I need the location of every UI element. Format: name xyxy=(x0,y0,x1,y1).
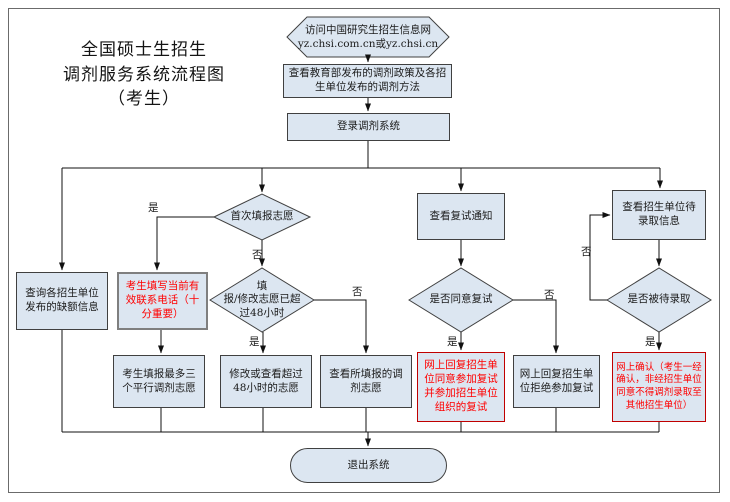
node-exit-system: 退出系统 xyxy=(290,448,447,483)
outer-border xyxy=(8,8,720,493)
edge-label-yes-over48: 是 xyxy=(249,336,260,348)
edge-label-no-first-fill: 否 xyxy=(252,249,263,261)
visit-hexagon-shape xyxy=(286,16,450,58)
node-retest-notice: 查看复试通知 xyxy=(417,193,505,240)
node-over48-decision: 填 报/修改志愿已超 过48小时 xyxy=(223,279,301,319)
node-online-confirm: 网上确认（考生一经 确认，非经招生单位 同意不得调剂录取至 其他招生单位） xyxy=(612,352,706,422)
node-query-deficiency: 查询各招生单位 发布的缺额信息 xyxy=(16,272,108,330)
is-pending-diamond-shape xyxy=(606,267,712,333)
node-login-system: 登录调剂系统 xyxy=(287,113,450,141)
edge-label-no-is-pending: 否 xyxy=(581,246,592,258)
edge-label-yes-is-pending: 是 xyxy=(645,336,656,348)
node-view-policy: 查看教育部发布的调剂政策及各招 生单位发布的调剂方法 xyxy=(283,64,452,98)
connector-lines xyxy=(59,54,663,447)
node-first-fill-decision: 首次填报志愿 xyxy=(230,210,294,223)
node-pending-admission-info: 查看招生单位待 录取信息 xyxy=(612,190,706,240)
node-visit-site: 访问中国研究生招生信息网 yz.chsi.com.cn或yz.chsi.cn xyxy=(297,24,439,50)
node-fill-three-wishes: 考生填报最多三 个平行调剂志愿 xyxy=(113,355,205,408)
diagram-title: 全国硕士生招生 调剂服务系统流程图 （考生） xyxy=(63,40,225,110)
node-fill-phone: 考生填写当前有 效联系电话（十 分重要） xyxy=(117,272,208,330)
node-modify-over48: 修改或查看超过 48小时的志愿 xyxy=(220,355,312,408)
node-view-filled-wishes: 查看所填报的调 剂志愿 xyxy=(320,355,412,408)
node-reply-refuse-retest: 网上回复招生单 位拒绝参加复试 xyxy=(513,355,600,408)
edge-label-no-over48: 否 xyxy=(352,286,363,298)
first-fill-diamond-shape xyxy=(212,193,312,241)
node-is-pending-decision: 是否被待录取 xyxy=(627,293,691,306)
node-reply-agree-retest: 网上回复招生单 位同意参加复试 并参加招生单位 组织的复试 xyxy=(417,352,505,422)
edge-label-no-agree-retest: 否 xyxy=(544,289,555,301)
node-agree-retest-decision: 是否同意复试 xyxy=(429,293,493,306)
edge-label-yes-first-fill: 是 xyxy=(148,202,159,214)
edge-label-yes-agree-retest: 是 xyxy=(447,336,458,348)
